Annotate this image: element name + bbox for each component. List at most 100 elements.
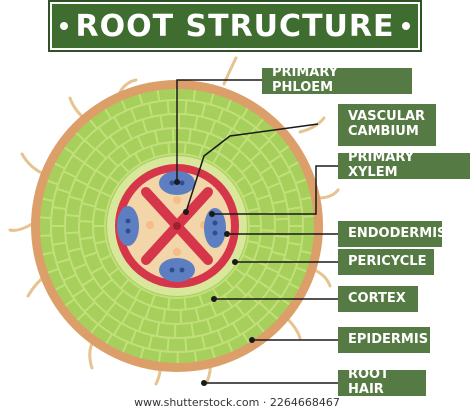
- cortex-cell-wall: [63, 273, 77, 282]
- watermark: www.shutterstock.com · 2264668467: [134, 396, 340, 409]
- cortex-cell-wall: [234, 175, 246, 185]
- cortex-cell-wall: [139, 347, 145, 359]
- cortex-cell-wall: [47, 267, 59, 274]
- cortex-cell-wall: [107, 155, 119, 168]
- cortex-cell-wall: [144, 305, 151, 320]
- banner-pin-left: [60, 22, 68, 30]
- cortex-cell-wall: [92, 290, 105, 302]
- cortex-cell-wall: [259, 165, 273, 175]
- cortex-cell-wall: [216, 329, 224, 344]
- cortex-cell-wall: [81, 277, 95, 287]
- cortex-cell-wall: [224, 162, 234, 174]
- xylem-dots: [125, 180, 218, 273]
- cortex-cell-wall: [287, 206, 302, 211]
- cortex-cell-wall: [166, 100, 170, 115]
- cortex-cell-wall: [269, 154, 282, 164]
- cortex-cell-wall: [150, 294, 156, 307]
- cortex-cell-wall: [209, 93, 215, 105]
- cortex-cell-wall: [42, 197, 54, 202]
- label-pericycle: PERICYCLE: [338, 249, 434, 275]
- cortex-cell-wall: [83, 162, 97, 172]
- cortex-cell-wall: [206, 318, 213, 333]
- cortex-cell-wall: [75, 132, 86, 142]
- cortex-cell-wall: [74, 178, 89, 186]
- cortex-cell-wall: [72, 288, 85, 298]
- cortex-cell-wall: [134, 152, 142, 165]
- cortex-cell-wall: [184, 100, 188, 115]
- cortex-cell-wall: [65, 213, 80, 218]
- cortex-cell-wall: [217, 140, 226, 154]
- cortex-cell-wall: [105, 301, 117, 314]
- cortex-cell-wall: [83, 139, 96, 151]
- cortex-cell-wall: [120, 100, 128, 112]
- cortex-cell-wall: [223, 294, 233, 308]
- cortex-cell-wall: [42, 251, 54, 256]
- cortex-cell-wall: [271, 250, 286, 257]
- cortex-cell-wall: [179, 309, 183, 324]
- cortex-cell-wall: [232, 322, 241, 336]
- cortex-cell-wall: [113, 322, 122, 336]
- xylem-lobe-left: [117, 206, 139, 246]
- cortex-cell-wall: [90, 265, 104, 275]
- cortex-cell-wall: [141, 119, 148, 134]
- cortex-cell-wall: [288, 161, 299, 169]
- cortex-cell-wall: [193, 350, 198, 362]
- cortex-cell-wall: [268, 288, 282, 298]
- cortex-cell-wall: [113, 289, 124, 302]
- cortex-cell-wall: [90, 323, 99, 334]
- cortex-cell-wall: [198, 145, 204, 158]
- cortex-cell-wall: [242, 254, 255, 262]
- cortex-cell-wall: [120, 278, 130, 290]
- cortex-cell-wall: [63, 170, 77, 179]
- cortex-cell-wall: [295, 266, 307, 273]
- cortex-cell-wall: [183, 297, 187, 310]
- cortex-cell-wall: [274, 217, 289, 221]
- cortex-cell-wall: [203, 132, 210, 147]
- cortex-cell-wall: [241, 162, 254, 174]
- label-cortex: CORTEX: [338, 286, 418, 312]
- cortex-cell-wall: [287, 241, 302, 246]
- cortex-cell-wall: [166, 337, 170, 352]
- cortex-cell-wall: [226, 340, 234, 352]
- cortex-cell-wall: [241, 108, 249, 119]
- cortex-cell-wall: [73, 262, 87, 271]
- cortex-cell-wall: [156, 90, 161, 102]
- cortex-cell-wall: [250, 177, 264, 187]
- cortex-cell-wall: [79, 236, 94, 241]
- cortex-cell-wall: [67, 247, 82, 253]
- cortex-cell-wall: [81, 202, 96, 208]
- cortex-cell-wall: [224, 278, 234, 290]
- cortex-cell-wall: [200, 102, 207, 118]
- cortex-cell-wall: [129, 329, 137, 344]
- cortex-cell-wall: [122, 341, 129, 353]
- cortex-cell-wall: [64, 146, 75, 155]
- cortex-cell-wall: [108, 175, 120, 185]
- cortex-cell-wall: [153, 130, 160, 145]
- cortex-cell-wall: [198, 294, 204, 307]
- center-dot: [173, 222, 181, 230]
- cortex-cell-wall: [277, 170, 291, 179]
- cortex-cell-wall: [72, 154, 86, 164]
- banner-pin-right: [402, 22, 410, 30]
- cortex-cell-wall: [56, 258, 71, 265]
- cortex-cell-wall: [272, 199, 287, 205]
- cortex-cell-wall: [55, 283, 66, 291]
- cortex-cell-wall: [288, 282, 300, 290]
- cortex-cell-wall: [100, 278, 113, 290]
- cortex-cell-wall: [89, 119, 98, 130]
- cortex-cell-wall: [87, 185, 101, 193]
- cortex-cell-wall: [65, 231, 80, 235]
- cortex-cell-wall: [255, 118, 264, 129]
- cortex-cell-wall: [40, 234, 52, 238]
- cortex-cell-wall: [209, 120, 217, 135]
- cortex-cell-wall: [147, 334, 154, 350]
- cortex-cell-wall: [94, 239, 107, 245]
- cortex-cell-wall: [217, 108, 225, 123]
- cortex-cell-wall: [247, 207, 260, 213]
- cortex-cell-wall: [274, 234, 289, 239]
- cortex-cell-wall: [258, 139, 271, 151]
- cortex-cell-wall: [242, 190, 255, 198]
- label-primary-xylem: PRIMARY XYLEM: [338, 150, 470, 180]
- cortex-cell-wall: [194, 307, 201, 322]
- label-root-hair: ROOT HAIR: [338, 367, 426, 397]
